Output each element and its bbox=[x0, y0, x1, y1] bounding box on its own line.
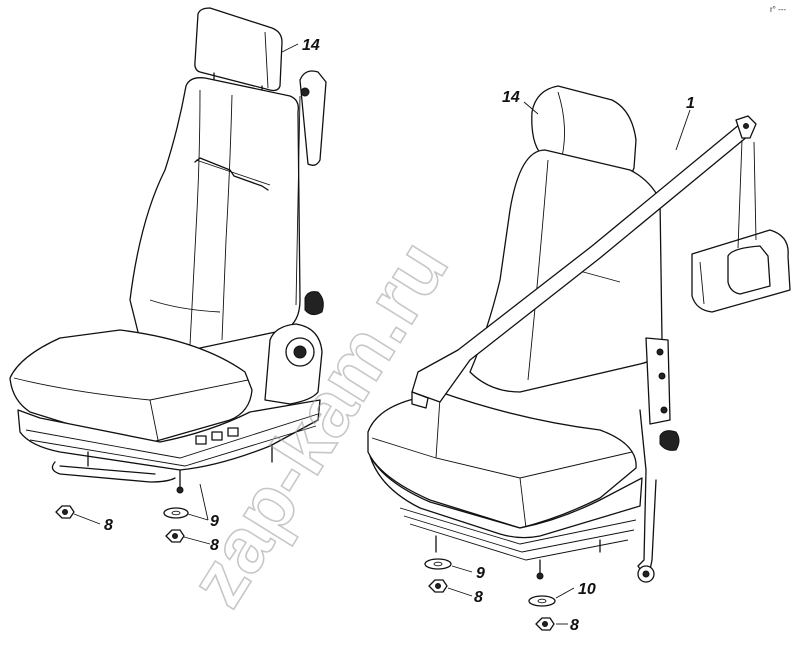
left-seat bbox=[9, 7, 327, 494]
callout-8-left-nut: 8 bbox=[104, 517, 113, 534]
left-belt-guide bbox=[299, 70, 327, 166]
callout-14-left: 14 bbox=[302, 37, 320, 54]
leader-lines bbox=[73, 43, 691, 625]
callout-1: 1 bbox=[686, 95, 695, 112]
callout-8-left-bottom-nut: 8 bbox=[210, 537, 219, 554]
corner-mark: r° --- bbox=[770, 5, 786, 14]
seat-belt bbox=[411, 115, 791, 583]
callout-9-right-washer: 9 bbox=[476, 565, 485, 582]
callout-14-right: 14 bbox=[502, 89, 520, 106]
callout-labels: 14 14 1 8 9 8 9 8 10 8 bbox=[104, 37, 695, 634]
callout-9-left-washer: 9 bbox=[210, 513, 219, 530]
left-fasteners bbox=[55, 505, 189, 543]
left-headrest bbox=[194, 7, 283, 92]
callout-10: 10 bbox=[578, 581, 596, 598]
right-fasteners bbox=[424, 558, 556, 631]
callout-8-right-bottom-nut: 8 bbox=[570, 617, 579, 634]
left-backrest bbox=[129, 77, 301, 350]
left-cushion bbox=[9, 329, 253, 444]
callout-8-right-nut: 8 bbox=[474, 589, 483, 606]
